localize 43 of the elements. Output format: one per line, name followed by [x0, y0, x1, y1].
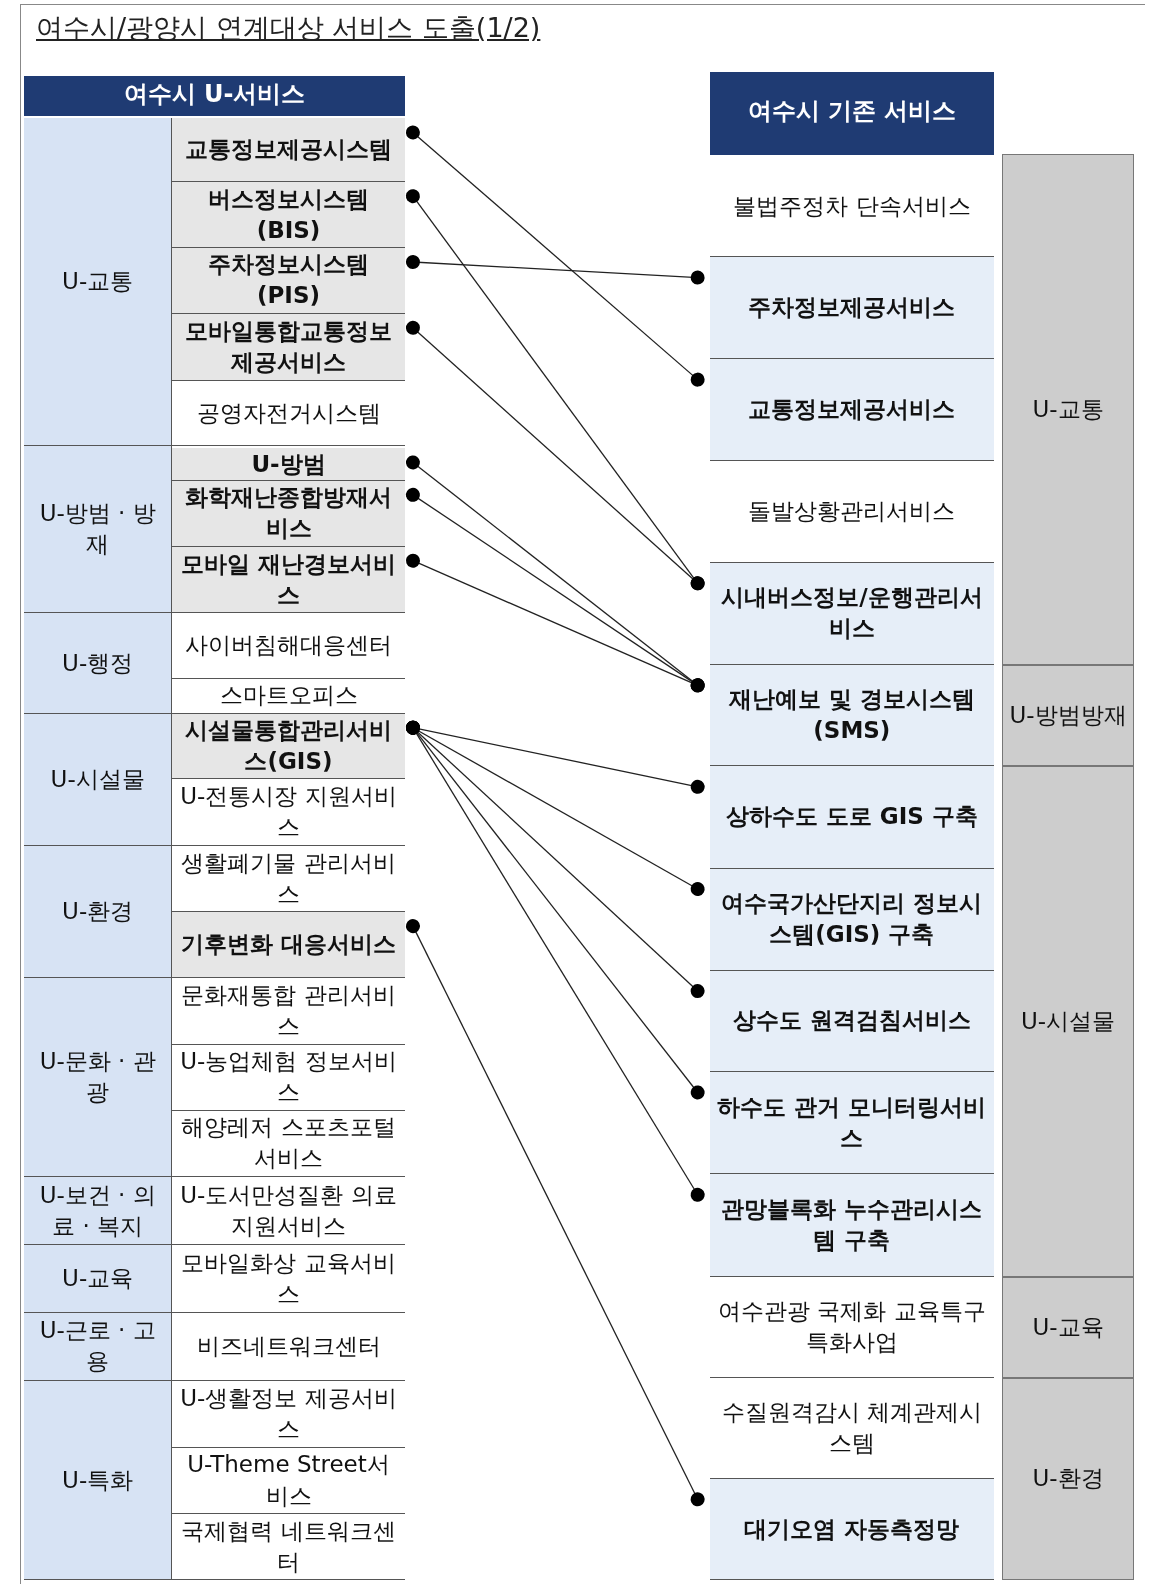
- service-cell: 모바일통합교통정보제공서비스: [172, 313, 405, 381]
- category-cell: U-시설물: [24, 713, 173, 847]
- category-cell: U-교육: [24, 1245, 173, 1313]
- service-cell: 상하수도 도로 GIS 구축: [709, 766, 995, 869]
- header-cell: 여수시 기존 서비스: [709, 71, 995, 155]
- category-cell: U-환경: [24, 846, 173, 978]
- connector-line: [405, 720, 705, 1202]
- connector-line: [405, 125, 705, 387]
- service-cell: 대기오염 자동측정망: [709, 1479, 995, 1581]
- service-cell: 화학재난종합방재서비스: [172, 480, 405, 547]
- service-cell: 여수국가산단지리 정보시스템(GIS) 구축: [709, 868, 995, 971]
- category-cell: U-특화: [24, 1380, 173, 1581]
- service-cell: 재난예보 및 경보시스템(SMS): [709, 665, 995, 767]
- connector-line: [405, 255, 705, 285]
- connector-line: [405, 320, 705, 591]
- service-cell: 교통정보제공서비스: [709, 359, 995, 461]
- category-cell: U-교육: [1002, 1276, 1134, 1378]
- category-cell: U-근로 · 고용: [24, 1313, 173, 1381]
- header-cell: 여수시 U-서비스: [24, 75, 405, 117]
- category-cell: U-교통: [24, 118, 173, 447]
- category-cell: U-환경: [1002, 1377, 1134, 1581]
- category-cell: U-보건 · 의료 · 복지: [24, 1177, 173, 1246]
- title: 여수시/광양시 연계대상 서비스 도출(1/2): [36, 11, 541, 45]
- connector-line: [405, 553, 705, 693]
- category-cell: U-행정: [24, 613, 173, 714]
- service-cell: 시설물통합관리서비스(GIS): [172, 713, 405, 780]
- service-cell: 모바일 재난경보서비스: [172, 546, 405, 614]
- service-cell: 하수도 관거 모니터링서비스: [709, 1072, 995, 1175]
- service-cell: 관망블록화 누수관리시스템 구축: [709, 1174, 995, 1277]
- category-cell: U-방범 · 방재: [24, 446, 173, 614]
- service-cell: 시내버스정보/운행관리서비스: [709, 562, 995, 666]
- service-cell: 상수도 원격검침서비스: [709, 970, 995, 1073]
- service-cell: 주차정보시스템 (PIS): [172, 248, 405, 314]
- service-cell: 버스정보시스템 (BIS): [172, 182, 405, 248]
- category-cell: U-시설물: [1002, 766, 1134, 1277]
- service-cell: 교통정보제공시스템: [172, 118, 405, 183]
- category-cell: U-방범방재: [1002, 665, 1134, 767]
- category-cell: U-교통: [1002, 153, 1134, 666]
- service-cell: U-방범: [172, 448, 405, 481]
- category-cell: U-문화 · 관광: [24, 977, 173, 1178]
- connector-line: [405, 919, 705, 1507]
- service-cell: 기후변화 대응서비스: [172, 912, 405, 978]
- service-cell: 주차정보제공서비스: [709, 257, 995, 360]
